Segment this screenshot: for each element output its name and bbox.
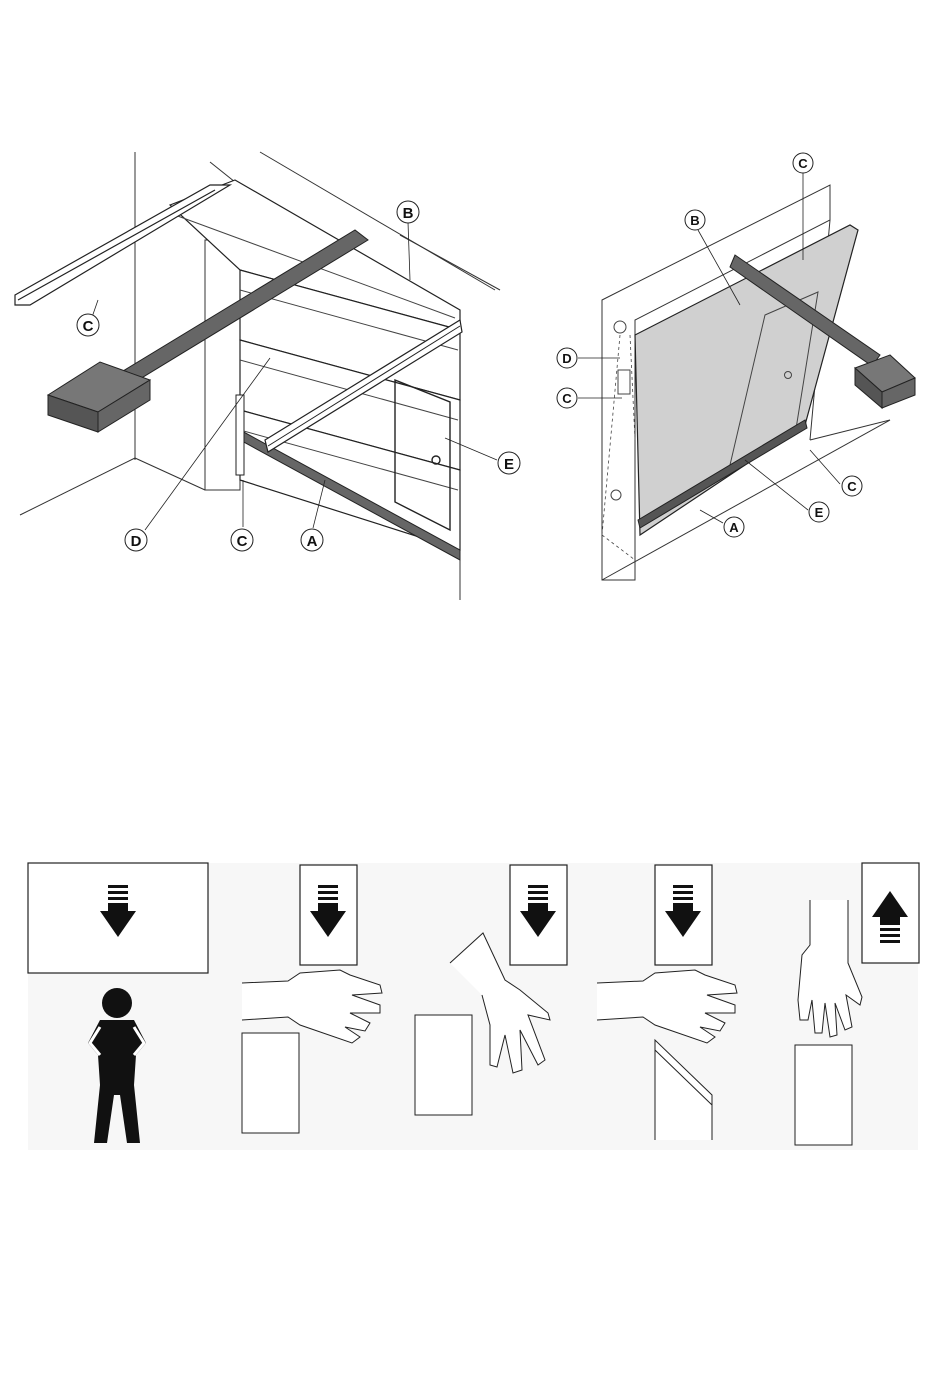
svg-text:B: B bbox=[403, 205, 414, 222]
callout-E: E bbox=[498, 452, 520, 474]
svg-text:D: D bbox=[131, 533, 142, 550]
svg-text:C: C bbox=[798, 156, 808, 171]
safety-pictograms bbox=[0, 855, 950, 1160]
callout-C-guide: C bbox=[231, 529, 253, 551]
callout-A: A bbox=[724, 517, 744, 537]
sectional-door-diagram: B C D C A E bbox=[0, 140, 540, 610]
svg-text:C: C bbox=[83, 318, 94, 335]
svg-text:E: E bbox=[504, 456, 514, 473]
svg-text:C: C bbox=[237, 533, 248, 550]
svg-text:C: C bbox=[847, 479, 857, 494]
svg-text:A: A bbox=[729, 520, 739, 535]
callout-C-top: C bbox=[793, 153, 813, 173]
svg-text:D: D bbox=[562, 351, 571, 366]
callout-A: A bbox=[301, 529, 323, 551]
callout-B: B bbox=[685, 210, 705, 230]
callout-C-right: C bbox=[842, 476, 862, 496]
callout-C-left: C bbox=[557, 388, 577, 408]
callout-D: D bbox=[557, 348, 577, 368]
svg-text:C: C bbox=[562, 391, 572, 406]
callout-C-rail: C bbox=[77, 314, 99, 336]
callout-D: D bbox=[125, 529, 147, 551]
callout-B: B bbox=[397, 201, 419, 223]
svg-text:E: E bbox=[815, 505, 824, 520]
tilting-door-diagram: C B D C C A E bbox=[540, 140, 950, 610]
svg-text:A: A bbox=[307, 533, 318, 550]
callout-E: E bbox=[809, 502, 829, 522]
svg-text:B: B bbox=[690, 213, 699, 228]
